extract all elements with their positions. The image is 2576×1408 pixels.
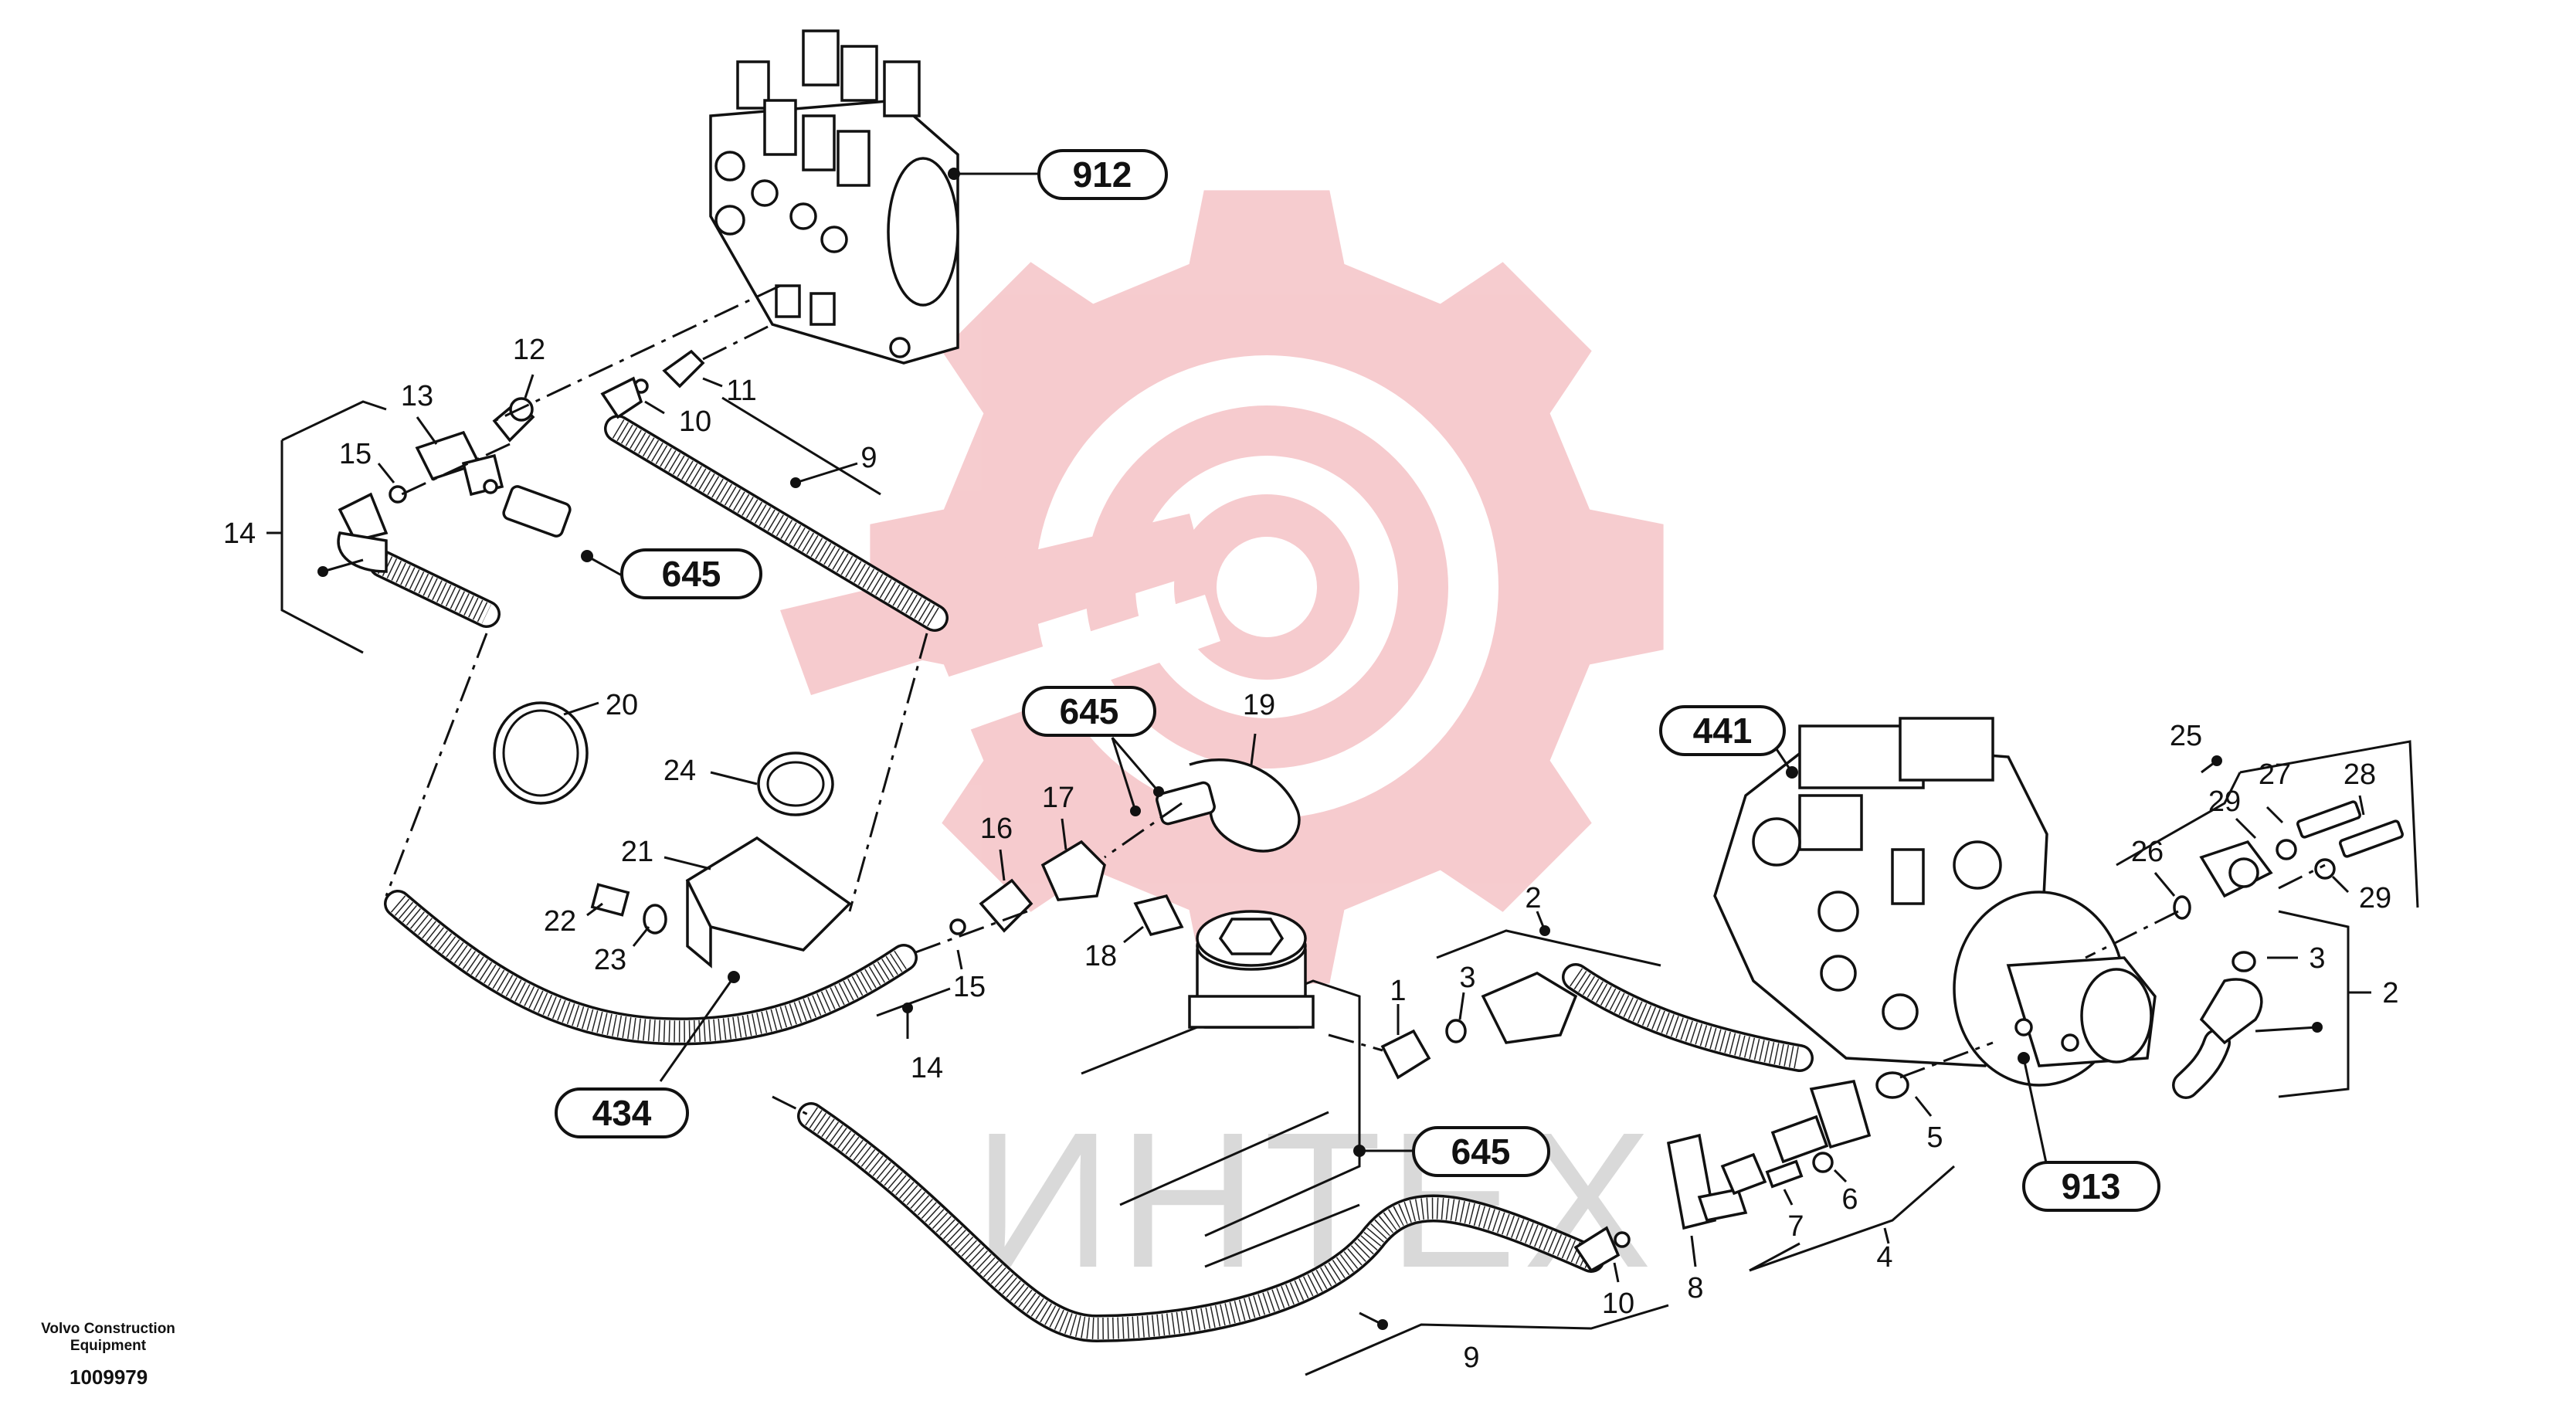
item-label-9a: 9 <box>860 442 877 474</box>
item-label-16: 16 <box>980 813 1013 845</box>
item-label-2a: 2 <box>1525 882 1541 914</box>
callout-913-label: 913 <box>2062 1166 2121 1206</box>
fittings <box>337 349 2404 1273</box>
footer-company-line1: Volvo Construction <box>41 1321 175 1337</box>
item-label-14b: 14 <box>911 1052 943 1084</box>
item-label-15a: 15 <box>339 438 372 470</box>
item-labels: 1 2 2 3 3 4 5 6 7 8 9 9 10 10 11 12 13 1… <box>223 334 2399 1374</box>
callout-434[interactable]: 434 <box>555 1087 689 1138</box>
callout-bullets <box>317 168 2323 1330</box>
item-label-29a: 29 <box>2208 785 2241 818</box>
callout-645-top[interactable]: 645 <box>620 548 762 599</box>
item-label-21: 21 <box>621 836 653 868</box>
item-label-9b: 9 <box>1463 1342 1479 1374</box>
item-label-23: 23 <box>594 944 626 976</box>
item-label-1: 1 <box>1390 975 1406 1007</box>
item-label-2b: 2 <box>2382 977 2398 1009</box>
callout-645-top-label: 645 <box>662 554 721 594</box>
callout-645-mid-label: 645 <box>1060 691 1119 731</box>
callout-913[interactable]: 913 <box>2022 1161 2160 1212</box>
item-label-18: 18 <box>1084 940 1117 972</box>
callout-912[interactable]: 912 <box>1037 149 1168 200</box>
hydraulic-tank-645 <box>1081 910 1361 1268</box>
callout-645-bottom[interactable]: 645 <box>1412 1126 1550 1177</box>
item-label-7: 7 <box>1787 1210 1804 1243</box>
item-label-5: 5 <box>1926 1121 1943 1154</box>
callout-441-label: 441 <box>1693 711 1753 751</box>
item-label-20: 20 <box>606 689 638 721</box>
item-label-14a: 14 <box>223 517 256 550</box>
gear-watermark-icon <box>780 190 1664 984</box>
hose-lines <box>368 415 2231 1342</box>
callout-441[interactable]: 441 <box>1659 705 1786 756</box>
control-valve-912 <box>709 29 959 365</box>
item-label-15b: 15 <box>953 971 986 1003</box>
item-label-3b: 3 <box>2309 942 2325 975</box>
item-label-4: 4 <box>1876 1241 1892 1274</box>
callout-645-bottom-label: 645 <box>1451 1131 1511 1172</box>
item-label-8: 8 <box>1687 1272 1703 1305</box>
item-label-19: 19 <box>1243 689 1275 721</box>
leader-lines <box>266 172 2419 1376</box>
item-label-11: 11 <box>726 375 756 407</box>
item-label-17: 17 <box>1042 782 1074 814</box>
callout-912-label: 912 <box>1073 154 1132 195</box>
item-label-6: 6 <box>1841 1183 1858 1216</box>
footer-company: Volvo Construction Equipment <box>31 1321 185 1355</box>
item-label-25: 25 <box>2170 720 2202 752</box>
item-label-29b: 29 <box>2359 882 2391 914</box>
item-label-10a: 10 <box>679 405 711 438</box>
item-label-24: 24 <box>664 755 696 787</box>
item-label-12: 12 <box>513 334 545 366</box>
gear-pump-913 <box>1953 891 2157 1087</box>
item-label-26: 26 <box>2131 836 2164 868</box>
item-label-27: 27 <box>2259 758 2291 791</box>
item-label-22: 22 <box>544 905 576 938</box>
drawing-number: 1009979 <box>70 1366 148 1389</box>
item-label-10b: 10 <box>1602 1288 1634 1320</box>
item-label-28: 28 <box>2344 758 2376 791</box>
item-label-3a: 3 <box>1459 962 1475 994</box>
footer-company-line2: Equipment <box>70 1338 147 1354</box>
assembly-lines <box>385 284 2326 1118</box>
callout-645-mid[interactable]: 645 <box>1022 686 1156 737</box>
item-label-13: 13 <box>401 380 433 412</box>
callout-434-label: 434 <box>592 1093 652 1133</box>
